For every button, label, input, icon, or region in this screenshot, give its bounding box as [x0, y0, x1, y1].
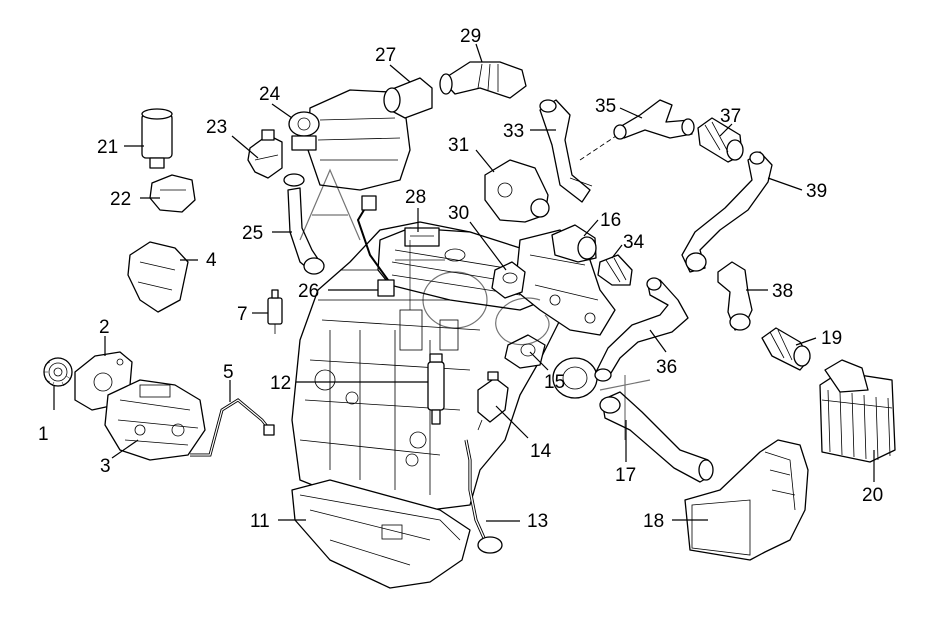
air-filter-housing: [307, 89, 411, 191]
hose-connector-19: [761, 327, 811, 371]
coolant-fitting: [491, 261, 526, 299]
callout-18: 18: [643, 511, 664, 532]
solenoid-valve: [247, 129, 283, 179]
intake-hose: [439, 61, 527, 99]
leader-35: [619, 107, 643, 119]
coolant-hose-33: [539, 99, 593, 203]
dipstick-tube: [464, 439, 503, 554]
callout-35: 35: [595, 96, 616, 117]
hose-38: [717, 261, 753, 331]
oil-pan: [291, 479, 471, 589]
hose-connector-34: [597, 254, 633, 286]
sensor-15: [504, 334, 546, 369]
leader-3: [111, 439, 139, 459]
air-duct: [684, 439, 809, 561]
coolant-hose-36: [594, 277, 689, 382]
callout-38: 38: [772, 281, 793, 302]
leader-34: [611, 244, 623, 259]
fuel-pipe: [190, 398, 275, 457]
coolant-pipe-35: [613, 99, 695, 140]
callout-25: 25: [242, 223, 263, 244]
filter-bracket: [149, 174, 196, 213]
callout-14: 14: [530, 441, 552, 462]
callout-7: 7: [237, 304, 248, 325]
throttle-body: [383, 77, 433, 119]
wiring-connector: [356, 195, 395, 297]
callout-5: 5: [223, 362, 234, 383]
leader-36: [649, 329, 667, 353]
leader-15: [529, 351, 549, 371]
leader-30: [469, 221, 507, 271]
cover-fitting: [404, 227, 440, 247]
callout-3: 3: [100, 456, 111, 477]
callout-36: 36: [656, 357, 677, 378]
leader-lines: [53, 43, 875, 522]
callout-24: 24: [259, 84, 281, 105]
callout-37: 37: [720, 106, 741, 127]
callout-31: 31: [448, 135, 469, 156]
leader-39: [767, 177, 803, 191]
mounting-bracket: [127, 241, 189, 313]
watermark-sketch: [299, 168, 651, 440]
injector-12: [427, 353, 445, 425]
egr-pipe: [283, 173, 325, 275]
leader-19: [795, 337, 817, 346]
callout-11: 11: [250, 511, 270, 532]
callout-16: 16: [600, 210, 621, 231]
callout-17: 17: [615, 465, 636, 486]
callout-19: 19: [821, 328, 842, 349]
hose-connector-37: [697, 117, 744, 163]
sensor: [267, 289, 283, 334]
leader-29: [475, 43, 483, 63]
callout-4: 4: [206, 250, 217, 271]
leader-14: [495, 405, 529, 439]
callout-34: 34: [623, 232, 645, 253]
leader-37: [719, 123, 733, 137]
seal-ring: [552, 357, 598, 399]
callout-29: 29: [460, 26, 481, 47]
callout-39: 39: [806, 181, 827, 202]
callout-28: 28: [405, 187, 426, 208]
egr-valve: [288, 111, 320, 151]
injection-pump: [104, 379, 206, 461]
leader-27: [389, 64, 411, 83]
callout-22: 22: [110, 189, 131, 210]
fuel-filter: [141, 108, 173, 169]
callout-13: 13: [527, 511, 548, 532]
callout-26: 26: [298, 281, 319, 302]
leader-16: [583, 219, 599, 237]
leader-23: [231, 135, 259, 159]
callout-labels: 1 2 3 4 5 7 11 12 13 14 15 16 17 18 19 2…: [38, 26, 883, 532]
leader-24: [271, 103, 293, 119]
callout-20: 20: [862, 485, 883, 506]
timing-gear: [43, 357, 73, 387]
intercooler: [819, 359, 896, 463]
callout-2: 2: [99, 317, 110, 338]
callout-21: 21: [97, 137, 118, 158]
callout-15: 15: [544, 372, 565, 393]
leader-31: [475, 149, 495, 173]
callout-30: 30: [448, 203, 469, 224]
thermostat-housing: [484, 159, 550, 223]
callout-33: 33: [503, 121, 524, 142]
coolant-hose-39: [681, 151, 773, 273]
callout-23: 23: [206, 117, 227, 138]
callout-12: 12: [270, 373, 291, 394]
callout-27: 27: [375, 45, 396, 66]
coolant-pipe-17: [599, 391, 714, 483]
callout-1: 1: [38, 424, 49, 445]
